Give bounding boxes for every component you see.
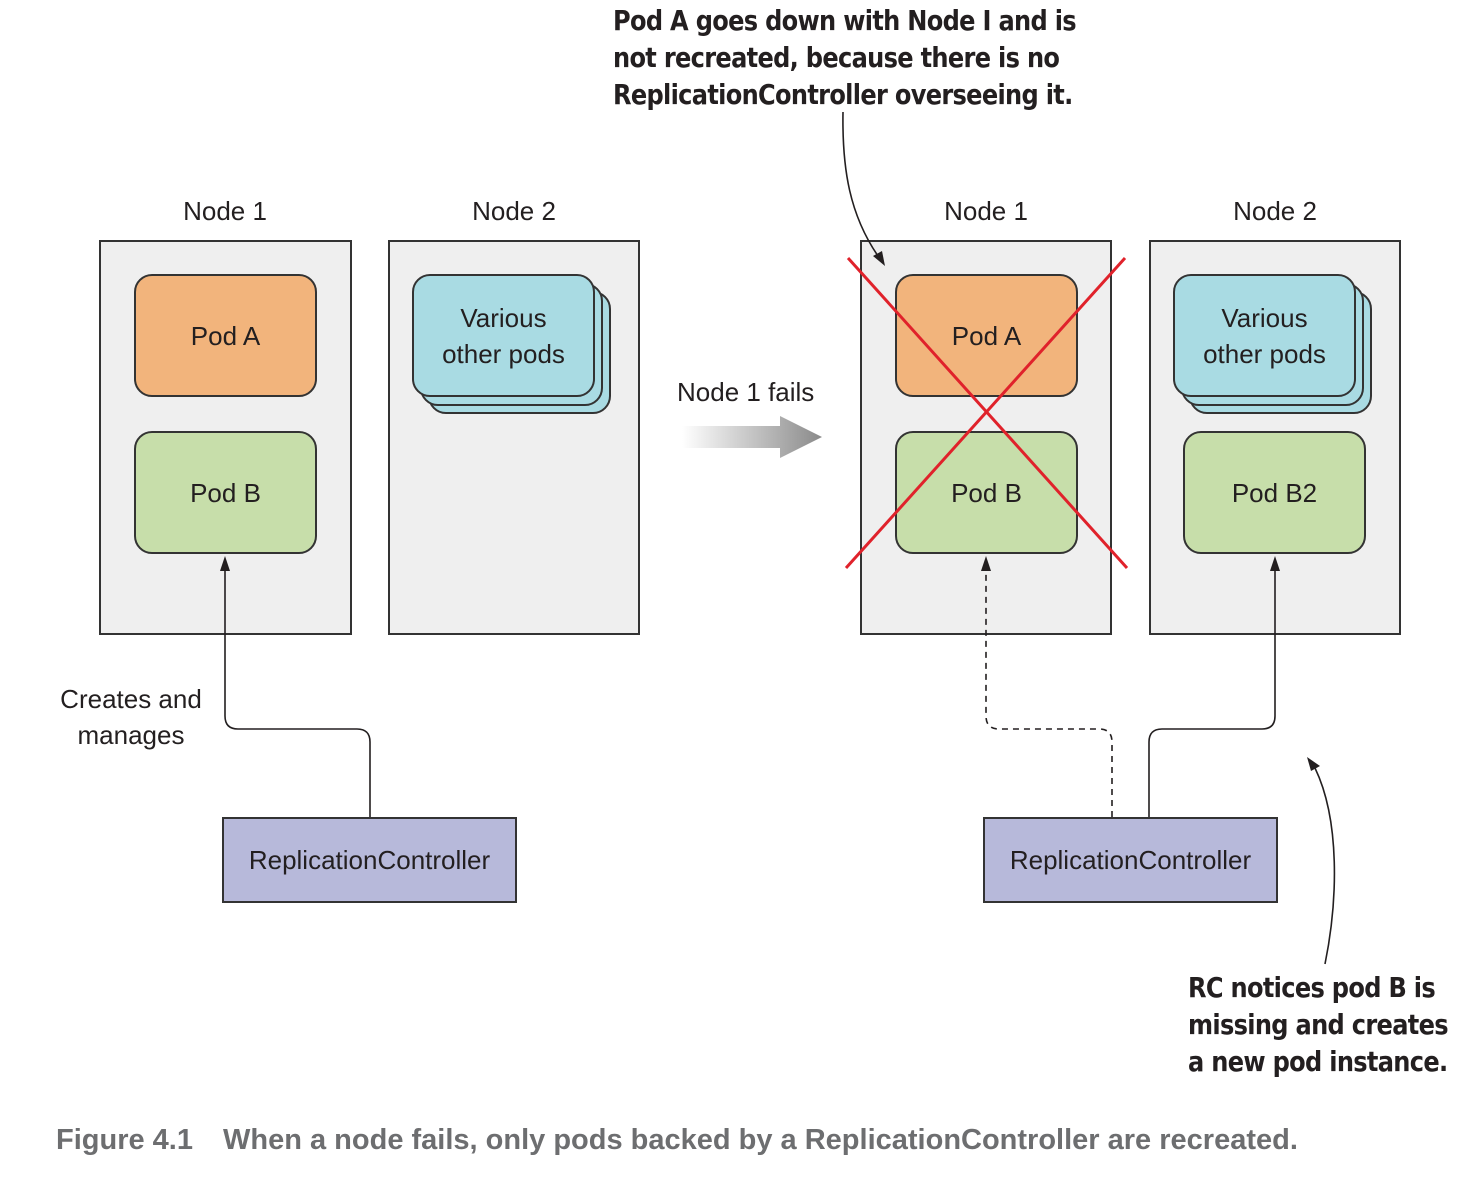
figure-caption: Figure 4.1 When a node fails, only pods b… bbox=[56, 1124, 1298, 1157]
before-pod-a-label: Pod A bbox=[190, 320, 261, 351]
after-pod-a: Pod A bbox=[895, 274, 1078, 397]
failure-cross-line-2 bbox=[844, 256, 1127, 570]
before-node1-label: Node 1 bbox=[183, 196, 267, 226]
after-various-pods-line-1: Various bbox=[1221, 302, 1308, 333]
after-various-pods-line-2: other pods bbox=[1203, 338, 1326, 369]
creates-label-line-1: Creates and bbox=[60, 684, 202, 714]
before-pod-b-arrowhead bbox=[220, 556, 230, 571]
bottom-callout-arrowhead bbox=[1307, 757, 1320, 771]
after-pod-b: Pod B bbox=[895, 431, 1078, 554]
creates-and-manages-label: Creates and manages bbox=[56, 681, 206, 753]
node-fails-arrow bbox=[682, 416, 822, 458]
bottom-callout: RC notices pod B is missing and creates … bbox=[1188, 969, 1449, 1080]
after-replication-controller: ReplicationController bbox=[983, 817, 1278, 903]
before-replication-controller: ReplicationController bbox=[222, 817, 517, 903]
after-pod-a-label: Pod A bbox=[951, 320, 1022, 351]
bottom-callout-line-2: missing and creates bbox=[1188, 1008, 1449, 1041]
top-callout-line-2: not recreated, because there is no bbox=[613, 41, 1060, 74]
after-pod-b2-label: Pod B2 bbox=[1231, 477, 1318, 508]
after-node1-label: Node 1 bbox=[944, 196, 1028, 226]
bottom-callout-pointer bbox=[1314, 767, 1336, 965]
node1-fails-label: Node 1 fails bbox=[677, 377, 815, 407]
after-pod-b2-arrowhead bbox=[1270, 556, 1280, 571]
before-node2-label: Node 2 bbox=[472, 196, 556, 226]
before-pod-b: Pod B bbox=[134, 431, 317, 554]
top-callout-pointer bbox=[842, 111, 879, 257]
top-callout: Pod A goes down with Node I and is not r… bbox=[613, 2, 1077, 113]
before-rc-to-pod-b-connector bbox=[224, 570, 371, 817]
after-rc-to-pod-b2-connector bbox=[1148, 570, 1276, 817]
figure-number: Figure 4.1 bbox=[56, 1124, 193, 1156]
after-node2-label: Node 2 bbox=[1233, 196, 1317, 226]
after-pod-b-label: Pod B bbox=[951, 477, 1022, 508]
after-various-pods: Various other pods bbox=[1173, 274, 1356, 397]
bottom-callout-line-1: RC notices pod B is bbox=[1188, 971, 1436, 1004]
before-various-pods-line-2: other pods bbox=[442, 338, 565, 369]
top-callout-line-3: ReplicationController overseeing it. bbox=[613, 78, 1073, 111]
after-pod-b2: Pod B2 bbox=[1183, 431, 1366, 554]
after-rc-label: ReplicationController bbox=[1009, 844, 1252, 875]
figure-caption-text: When a node fails, only pods backed by a… bbox=[223, 1124, 1298, 1156]
top-callout-arrowhead bbox=[873, 251, 885, 266]
after-pod-b-arrowhead bbox=[981, 556, 991, 571]
before-various-pods: Various other pods bbox=[412, 274, 595, 397]
creates-label-line-2: manages bbox=[77, 720, 185, 750]
after-rc-to-pod-b-dashed-connector bbox=[985, 572, 1113, 817]
top-callout-line-1: Pod A goes down with Node I and is bbox=[613, 4, 1077, 37]
before-various-pods-line-1: Various bbox=[460, 302, 547, 333]
before-pod-b-label: Pod B bbox=[190, 477, 261, 508]
before-pod-a: Pod A bbox=[134, 274, 317, 397]
bottom-callout-line-3: a new pod instance. bbox=[1188, 1045, 1448, 1078]
before-rc-label: ReplicationController bbox=[248, 844, 491, 875]
